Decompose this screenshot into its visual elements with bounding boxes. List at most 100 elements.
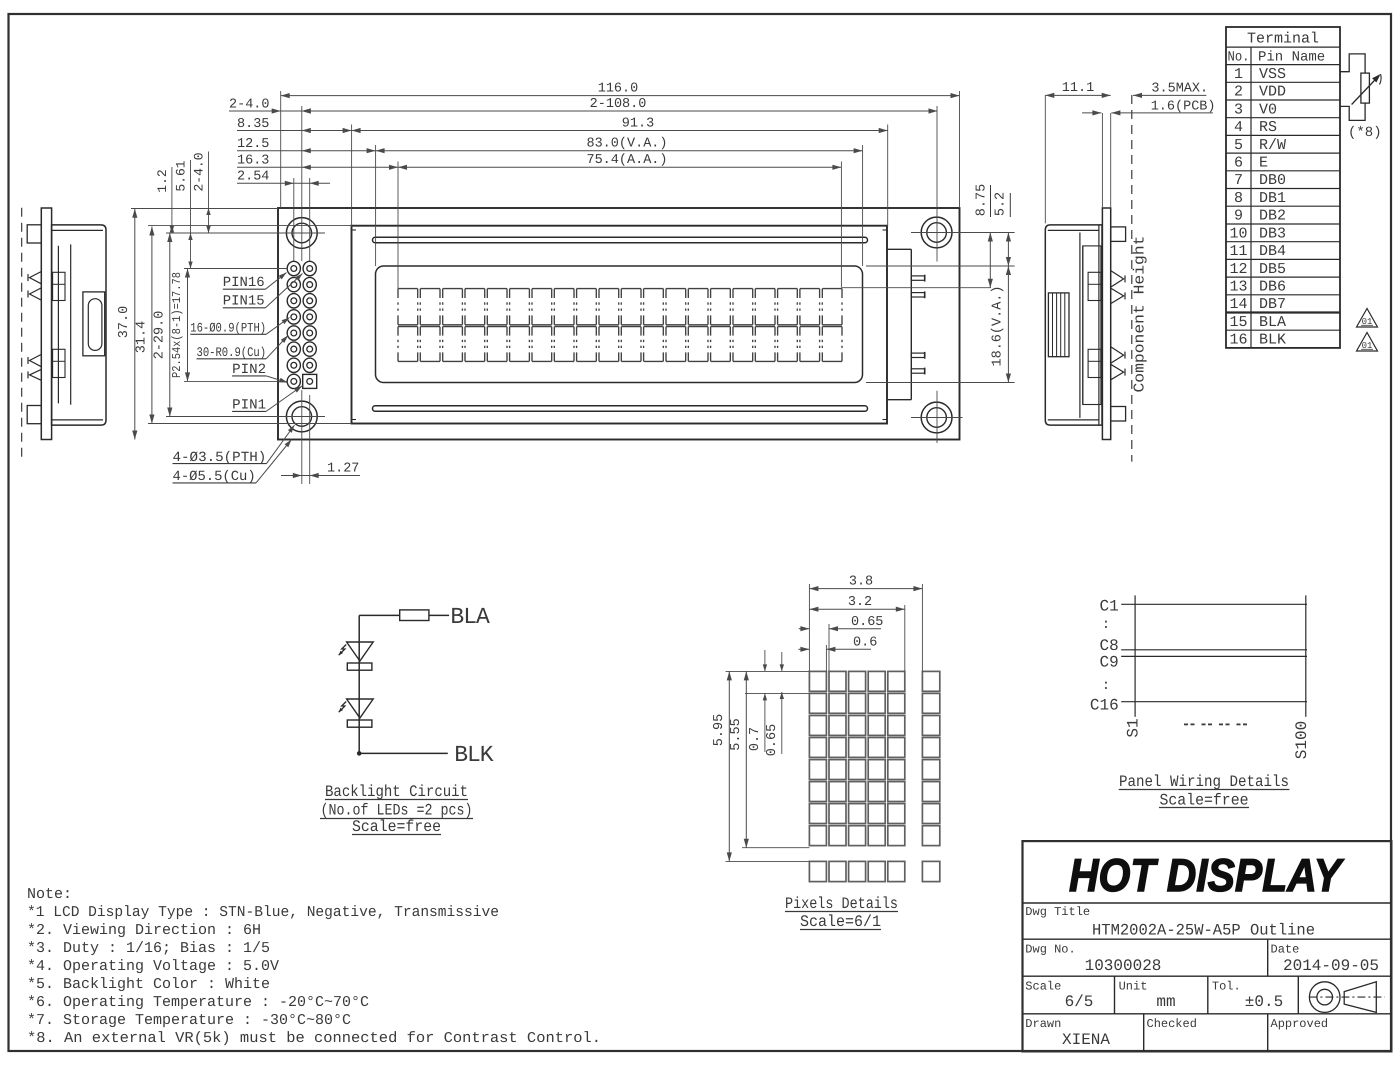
svg-text:91.3: 91.3: [622, 117, 654, 132]
svg-text:1: 1: [1234, 66, 1243, 83]
svg-text:8.75: 8.75: [975, 184, 990, 216]
svg-text:0.7: 0.7: [748, 727, 763, 751]
svg-text:*6. Operating Temperature : -2: *6. Operating Temperature : -20°C~70°C: [27, 994, 369, 1011]
svg-text:Pixels Details: Pixels Details: [785, 895, 898, 913]
svg-text:RS: RS: [1259, 119, 1277, 136]
svg-text:5.61: 5.61: [174, 160, 189, 191]
svg-text:VSS: VSS: [1259, 66, 1286, 83]
svg-text:14: 14: [1229, 296, 1247, 313]
svg-text:5.2: 5.2: [994, 192, 1009, 216]
svg-text:±0.5: ±0.5: [1245, 993, 1283, 1011]
svg-text:8: 8: [1234, 190, 1243, 207]
svg-text:DB4: DB4: [1259, 243, 1286, 260]
svg-text:Unit: Unit: [1119, 980, 1148, 994]
svg-text:4-Ø3.5(PTH): 4-Ø3.5(PTH): [173, 450, 267, 466]
svg-text:Scale=6/1: Scale=6/1: [800, 913, 881, 931]
svg-text:Drawn: Drawn: [1025, 1017, 1061, 1031]
svg-text:6/5: 6/5: [1065, 993, 1094, 1011]
svg-text:C9: C9: [1099, 654, 1118, 672]
svg-text:11: 11: [1229, 243, 1247, 260]
svg-text:E: E: [1259, 155, 1268, 172]
svg-text:2-108.0: 2-108.0: [590, 97, 647, 112]
svg-text:PIN1: PIN1: [232, 398, 266, 414]
svg-text:Dwg No.: Dwg No.: [1025, 943, 1075, 957]
svg-text:BLK: BLK: [454, 742, 494, 768]
svg-text:12: 12: [1229, 261, 1247, 278]
svg-text:PIN2: PIN2: [232, 362, 266, 378]
svg-text:*8. An external VR(5k) must be: *8. An external VR(5k) must be connected…: [27, 1030, 601, 1047]
svg-text:8.35: 8.35: [237, 117, 269, 132]
svg-text:3.8: 3.8: [849, 575, 873, 590]
svg-text:Approved: Approved: [1271, 1017, 1329, 1031]
svg-text:V0: V0: [1259, 101, 1277, 118]
svg-text:2-4.0: 2-4.0: [192, 152, 207, 191]
svg-text:7: 7: [1234, 172, 1243, 189]
svg-text:PIN16: PIN16: [223, 275, 265, 291]
svg-text:18.6(V.A.): 18.6(V.A.): [991, 285, 1006, 366]
svg-text:10: 10: [1229, 225, 1247, 242]
svg-text:11.1: 11.1: [1062, 81, 1094, 96]
svg-text:*1 LCD Display Type : STN-Blue: *1 LCD Display Type : STN-Blue, Negative…: [27, 904, 499, 921]
svg-text:15: 15: [1229, 314, 1247, 331]
svg-text:(*8): (*8): [1348, 125, 1382, 141]
svg-text:Terminal: Terminal: [1247, 31, 1319, 48]
svg-text:30-R0.9(Cu): 30-R0.9(Cu): [197, 345, 267, 360]
svg-text:2.54: 2.54: [237, 170, 269, 185]
svg-text:DB1: DB1: [1259, 190, 1286, 207]
svg-text:6: 6: [1234, 155, 1243, 172]
svg-text::: :: [1102, 617, 1110, 633]
svg-text:*2. Viewing Direction : 6H: *2. Viewing Direction : 6H: [27, 922, 261, 939]
svg-text:0.65: 0.65: [851, 615, 883, 630]
svg-text:HTM2002A-25W-A5P Outline: HTM2002A-25W-A5P Outline: [1092, 922, 1315, 940]
svg-text:DB6: DB6: [1259, 279, 1286, 296]
svg-text:0.6: 0.6: [853, 636, 877, 651]
svg-text:DB3: DB3: [1259, 225, 1286, 242]
svg-text:S1: S1: [1125, 718, 1143, 737]
svg-text:Backlight Circuit: Backlight Circuit: [325, 783, 468, 801]
svg-text:No.: No.: [1228, 50, 1250, 66]
svg-text:Note:: Note:: [27, 886, 72, 903]
svg-text:5.55: 5.55: [729, 718, 744, 750]
svg-text:83.0(V.A.): 83.0(V.A.): [586, 137, 667, 152]
svg-text:2: 2: [1234, 84, 1243, 101]
svg-text:4: 4: [1234, 119, 1243, 136]
svg-text:3.2: 3.2: [848, 595, 872, 610]
svg-text:5.95: 5.95: [712, 714, 727, 746]
svg-text:16.3: 16.3: [237, 154, 269, 169]
svg-text:Component Height: Component Height: [1132, 236, 1149, 393]
svg-text:C16: C16: [1090, 697, 1119, 715]
svg-text:(No.of LEDs =2 pcs): (No.of LEDs =2 pcs): [321, 802, 473, 820]
svg-text:Scale: Scale: [1025, 980, 1061, 994]
svg-text:0.65: 0.65: [765, 724, 780, 756]
svg-text:37.0: 37.0: [117, 306, 132, 338]
svg-text:BLA: BLA: [1259, 314, 1286, 331]
svg-text:Checked: Checked: [1147, 1017, 1197, 1031]
svg-text:DB0: DB0: [1259, 172, 1286, 189]
svg-text:P2.54x(8-1)=17.78: P2.54x(8-1)=17.78: [170, 272, 184, 378]
svg-text:75.4(A.A.): 75.4(A.A.): [586, 153, 667, 168]
svg-text:C8: C8: [1099, 637, 1118, 655]
svg-text:BLA: BLA: [450, 604, 490, 630]
svg-text:01: 01: [1362, 317, 1373, 327]
svg-text:Scale=free: Scale=free: [1160, 792, 1249, 810]
svg-text:01: 01: [1362, 341, 1373, 351]
svg-text:*4. Operating Voltage : 5.0V: *4. Operating Voltage : 5.0V: [27, 958, 279, 975]
svg-text:4-Ø5.5(Cu): 4-Ø5.5(Cu): [173, 469, 256, 485]
svg-text:2-4.0: 2-4.0: [229, 98, 270, 113]
svg-text:3: 3: [1234, 101, 1243, 118]
svg-text:Tol.: Tol.: [1212, 980, 1241, 994]
svg-text:1.2: 1.2: [155, 169, 170, 192]
svg-text:31.4: 31.4: [135, 321, 150, 353]
svg-text:13: 13: [1229, 279, 1247, 296]
svg-text:2014-09-05: 2014-09-05: [1283, 957, 1379, 975]
svg-text:116.0: 116.0: [598, 82, 639, 97]
svg-text:3.5MAX.: 3.5MAX.: [1151, 82, 1208, 97]
svg-text:R/W: R/W: [1259, 137, 1286, 154]
svg-text:Dwg Title: Dwg Title: [1025, 905, 1090, 919]
svg-text:2-29.0: 2-29.0: [153, 311, 168, 360]
svg-text:BLK: BLK: [1259, 332, 1286, 349]
svg-text:Pin Name: Pin Name: [1258, 50, 1325, 66]
svg-text:*5. Backlight Color : White: *5. Backlight Color : White: [27, 976, 270, 993]
svg-text:5: 5: [1234, 137, 1243, 154]
svg-text:16: 16: [1229, 332, 1247, 349]
